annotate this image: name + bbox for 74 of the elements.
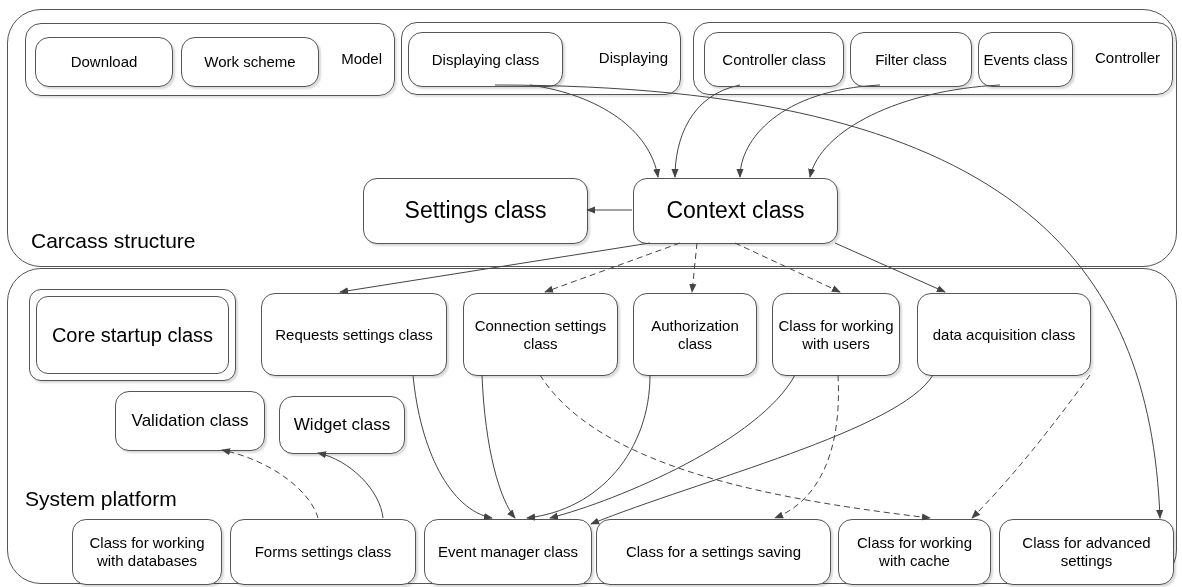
class-box — [408, 32, 563, 87]
arrow — [774, 374, 839, 519]
arrow — [809, 84, 1001, 178]
arrow — [737, 84, 881, 178]
class-box — [115, 391, 265, 451]
arrow — [544, 242, 681, 293]
class-label: Filter class — [875, 50, 947, 69]
arrow — [549, 374, 796, 520]
class-label: Download — [70, 53, 138, 71]
class-label: Widget class — [293, 414, 391, 436]
class-label: Context class — [666, 197, 805, 225]
arrow — [539, 374, 931, 521]
class-box — [35, 37, 173, 87]
class-label: Class for working with users — [777, 316, 895, 353]
arrow — [494, 84, 1163, 519]
class-box — [279, 396, 405, 454]
class-label: data acquisition class — [932, 325, 1076, 344]
class-box — [917, 293, 1091, 376]
arrow — [834, 242, 946, 293]
group-label: System platform — [25, 486, 177, 512]
arrow — [734, 242, 841, 293]
class-box — [72, 519, 222, 585]
class-label: Events class — [983, 50, 1068, 69]
double-border-box — [29, 289, 236, 381]
class-box — [463, 293, 618, 376]
class-label: Class for working with databases — [88, 534, 206, 570]
arrow — [526, 374, 651, 521]
class-label: Controller class — [722, 50, 826, 69]
class-box — [978, 32, 1073, 87]
arrow — [317, 451, 384, 519]
group-label: Displaying — [598, 48, 668, 69]
class-label: Requests settings class — [275, 325, 433, 344]
class-label: Event manager class — [437, 543, 579, 561]
arrow — [221, 448, 319, 519]
class-label: Class for working with cache — [855, 534, 973, 570]
arrow — [481, 374, 516, 519]
class-box — [181, 37, 319, 87]
class-box — [230, 519, 416, 585]
group-box — [693, 22, 1173, 95]
group-label: Carcass structure — [31, 227, 196, 254]
arrow — [671, 84, 741, 178]
class-label: Connection settings class — [473, 316, 608, 353]
class-label: Work scheme — [204, 53, 296, 71]
class-label: Forms settings class — [254, 543, 392, 561]
class-label: Authorization class — [650, 316, 740, 353]
group-label: Model — [341, 49, 382, 70]
arrow — [689, 242, 698, 293]
class-box — [772, 293, 900, 376]
arrow — [586, 206, 633, 214]
class-box — [633, 178, 838, 244]
container-panel — [7, 9, 1177, 267]
class-label: Displaying class — [431, 50, 540, 69]
class-box — [999, 519, 1174, 585]
class-box — [261, 293, 447, 376]
arrow — [412, 374, 493, 520]
class-box — [838, 519, 991, 585]
arrow — [339, 242, 651, 295]
arrow — [971, 374, 1091, 519]
arrow — [590, 374, 934, 525]
class-box — [596, 519, 831, 585]
class-label: Class for advanced settings — [1021, 534, 1152, 570]
group-box — [25, 23, 395, 96]
group-label: Controller — [1094, 48, 1160, 69]
container-panel — [7, 268, 1177, 584]
group-box — [401, 22, 681, 95]
class-box — [424, 519, 592, 585]
class-label: Class for a settings saving — [625, 543, 802, 561]
class-box — [704, 32, 844, 87]
class-label: Validation class — [131, 410, 249, 432]
class-label: Core startup class — [51, 323, 214, 347]
class-box — [850, 32, 972, 87]
class-label: Settings class — [404, 197, 547, 225]
class-box — [633, 293, 757, 376]
class-box — [363, 178, 588, 244]
